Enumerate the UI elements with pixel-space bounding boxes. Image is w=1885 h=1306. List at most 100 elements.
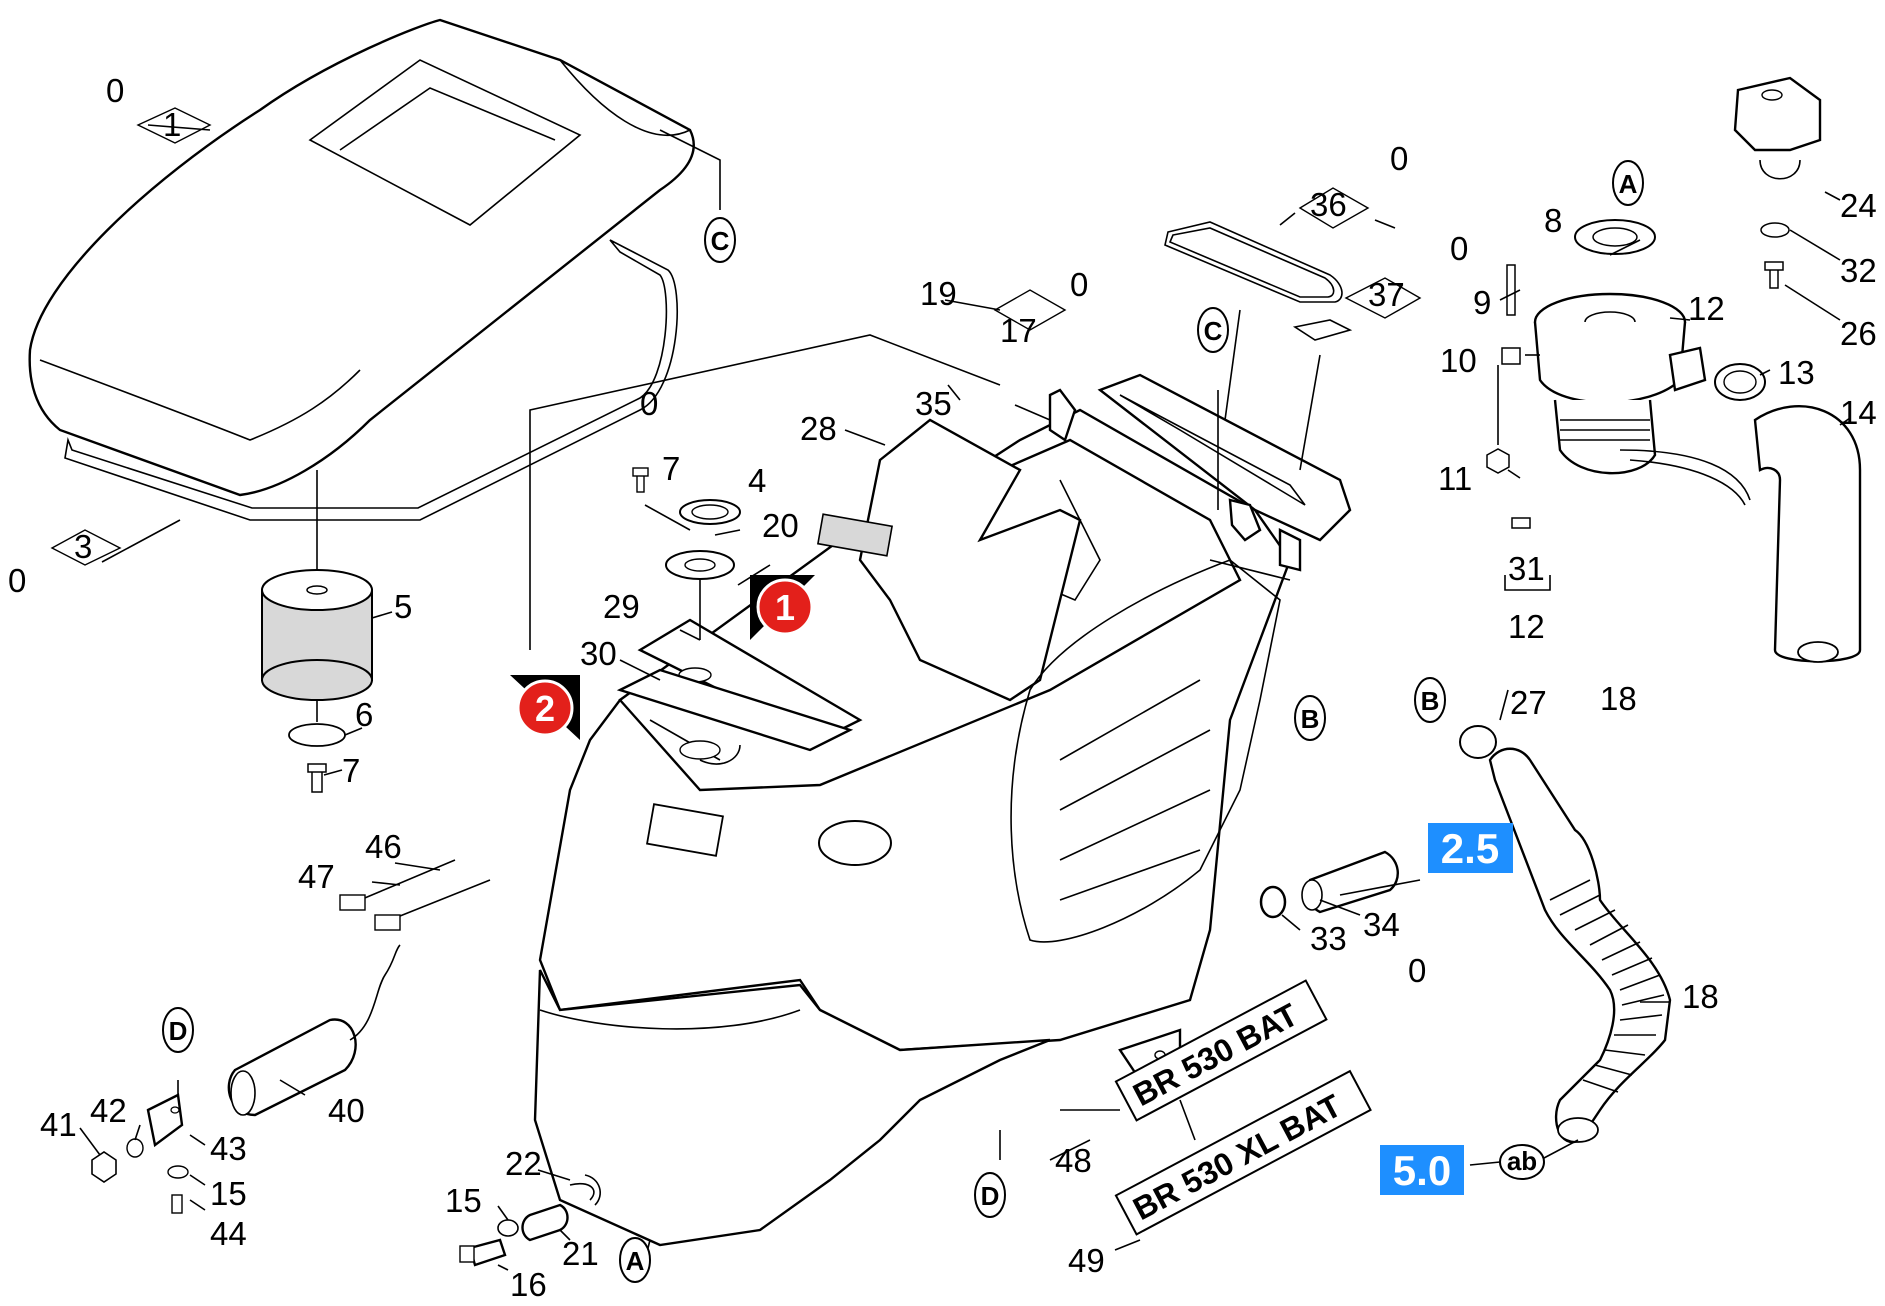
callout-24: 24 (1840, 187, 1877, 224)
clamp-part (1714, 363, 1766, 401)
callout-9: 9 (1473, 284, 1491, 321)
callout-8: 8 (1544, 202, 1562, 239)
tank-body-part (533, 373, 1352, 1247)
callout-11: 11 (1438, 460, 1472, 497)
callout-7: 7 (662, 450, 680, 487)
callout-12: 12 (1688, 290, 1725, 327)
oring-33-part (1259, 885, 1287, 919)
callout-22: 22 (505, 1145, 542, 1182)
svg-text:D: D (981, 1181, 1000, 1211)
connector-d-capacitor: D (162, 1007, 194, 1053)
leader-lines (79, 124, 1851, 1271)
connector-c-body: C (1197, 307, 1229, 353)
callout-46: 46 (365, 828, 402, 865)
damper-10-part (1501, 347, 1521, 365)
connector-ab: ab (1499, 1144, 1545, 1180)
svg-text:B: B (1421, 686, 1440, 716)
callout-34: 34 (1363, 906, 1400, 943)
callout-18: 18 (1600, 680, 1637, 717)
cable-holder-31-part (1511, 517, 1531, 529)
callout-10: 10 (1440, 342, 1477, 379)
screw-26-part (1764, 261, 1784, 289)
reference-5-0[interactable]: 5.0 (1380, 1145, 1464, 1195)
screw-part (307, 763, 327, 793)
plug-27-part (1459, 725, 1497, 759)
callout-0: 0 (8, 562, 26, 599)
svg-text:C: C (1204, 316, 1223, 346)
marker-1: 1 (750, 575, 815, 640)
svg-text:D: D (169, 1016, 188, 1046)
callout-14: 14 (1840, 394, 1877, 431)
connector-d-body: D (974, 1172, 1006, 1218)
washer-32-part (1760, 222, 1790, 238)
svg-text:ab: ab (1507, 1146, 1537, 1176)
connector-b-hose: B (1414, 677, 1446, 723)
callout-0: 0 (106, 72, 124, 109)
washer-15a-part (167, 1165, 189, 1179)
callout-0: 0 (640, 385, 658, 422)
callout-21: 21 (562, 1235, 599, 1272)
callout-36: 36 (1310, 186, 1347, 223)
suction-motor-part (1533, 219, 1751, 506)
svg-text:5.0: 5.0 (1393, 1147, 1451, 1194)
svg-text:A: A (626, 1246, 645, 1276)
filter-part (261, 569, 373, 701)
washer-42-part (126, 1138, 144, 1158)
callout-16: 16 (510, 1266, 547, 1303)
bolt-9-part (1506, 264, 1516, 316)
callout-49: 49 (1068, 1242, 1105, 1279)
callout-35: 35 (915, 385, 952, 422)
callout-6: 6 (355, 696, 373, 733)
callout-28: 28 (800, 410, 837, 447)
callout-5: 5 (394, 588, 412, 625)
callout-7: 7 (342, 752, 360, 789)
callout-3: 3 (74, 528, 92, 565)
callout-13: 13 (1778, 354, 1815, 391)
marker-2: 2 (510, 675, 580, 740)
washer-part (288, 723, 346, 747)
svg-text:2.5: 2.5 (1441, 825, 1499, 872)
callout-29: 29 (603, 588, 640, 625)
callout-41: 41 (40, 1106, 77, 1143)
connector-a-motor: A (1612, 160, 1644, 206)
callout-0: 0 (1390, 140, 1408, 177)
svg-text:C: C (711, 226, 730, 256)
screw-44-part (171, 1194, 183, 1214)
bracket-43-part (146, 1093, 184, 1148)
callout-0: 0 (1070, 266, 1088, 303)
callout-40: 40 (328, 1092, 365, 1129)
cover-gasket-part (1164, 221, 1343, 303)
connector-b-body: B (1294, 695, 1326, 741)
drain-hose-part (1488, 747, 1672, 1144)
callout-15: 15 (210, 1175, 247, 1212)
label-37-part (1292, 319, 1353, 341)
cable-set-part (339, 859, 491, 931)
connector-a-body: A (619, 1237, 651, 1283)
callout-17: 17 (1000, 312, 1037, 349)
callout-27: 27 (1510, 684, 1547, 721)
reference-2-5[interactable]: 2.5 (1428, 823, 1513, 873)
callout-26: 26 (1840, 315, 1877, 352)
lid-gasket-part (64, 239, 679, 521)
svg-text:B: B (1301, 704, 1320, 734)
capacitor-part (227, 944, 401, 1117)
callout-0: 0 (1450, 230, 1468, 267)
callout-19: 19 (920, 275, 957, 312)
callout-18: 18 (1682, 978, 1719, 1015)
nut-11-part (1486, 448, 1510, 474)
svg-text:2: 2 (535, 688, 555, 729)
callout-48: 48 (1055, 1142, 1092, 1179)
callout-44: 44 (210, 1215, 247, 1252)
callout-30: 30 (580, 635, 617, 672)
callout-32: 32 (1840, 252, 1877, 289)
connector-c-lid: C (704, 217, 736, 263)
svg-text:1: 1 (775, 587, 795, 628)
callout-1: 1 (163, 106, 181, 143)
holder-24-part (1733, 76, 1822, 180)
svg-text:A: A (1619, 169, 1638, 199)
callout-4: 4 (748, 462, 766, 499)
hose-part (1753, 405, 1862, 663)
lid-part (28, 18, 695, 497)
callout-43: 43 (210, 1130, 247, 1167)
